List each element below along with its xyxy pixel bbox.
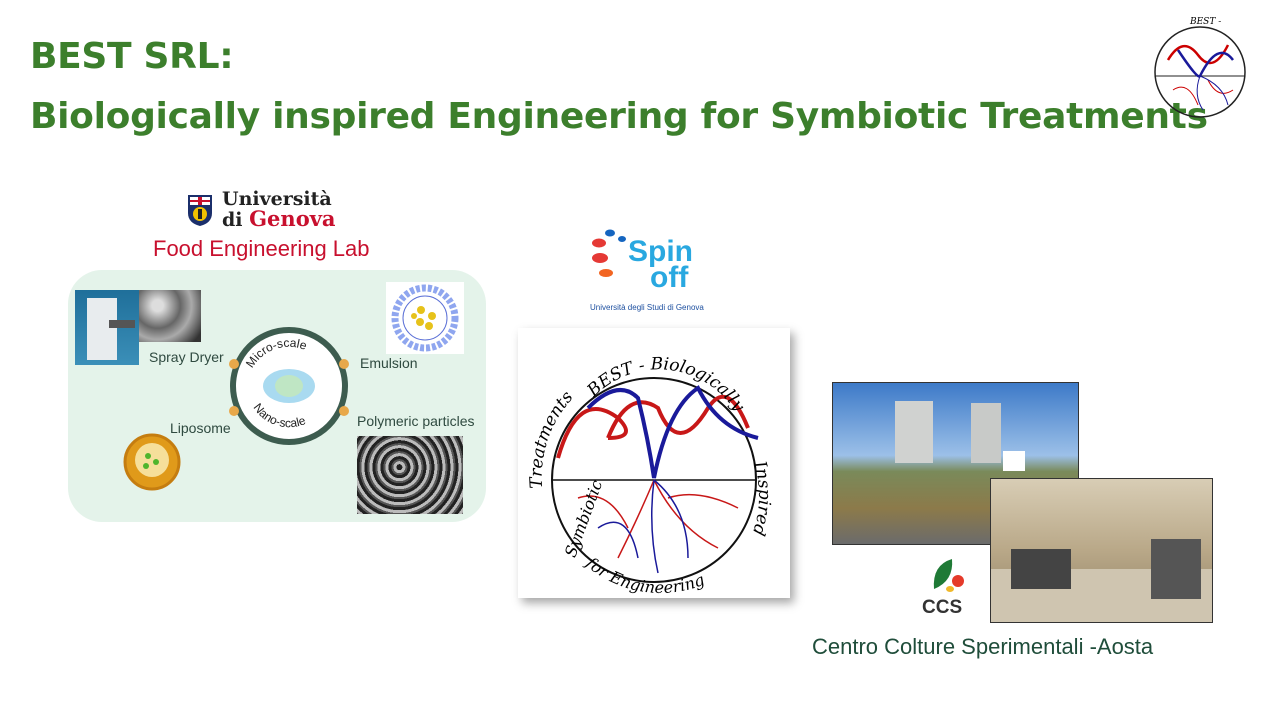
ccs-greenhouse-photo (990, 478, 1213, 623)
best-logo-small: BEST - (1154, 17, 1246, 118)
unige-logo: Università di Genova (186, 190, 336, 230)
svg-text:BEST -: BEST - (1189, 17, 1221, 27)
best-logo-text-symbiotic: Symbiotic (561, 477, 606, 559)
label-emulsion: Emulsion (360, 355, 418, 371)
microparticle-sem-image (139, 290, 201, 342)
spinoff-word-spin: Spin (628, 235, 693, 268)
spinoff-word-off: off (650, 261, 689, 294)
svg-text:Inspired: Inspired (748, 458, 774, 538)
spinoff-subtitle: Università degli Studi di Genova (590, 303, 704, 312)
label-polymeric-particles: Polymeric particles (357, 413, 475, 429)
spray-dryer-photo (75, 290, 139, 365)
spinoff-dots-icon (592, 229, 626, 277)
best-logo-text-right: Inspired (748, 458, 774, 538)
ccs-logo-text: CCS (922, 597, 963, 618)
unige-shield-icon (188, 195, 212, 226)
ccs-logo: CCS (908, 555, 984, 622)
slide-title-line1: BEST SRL: (30, 36, 234, 77)
best-logo-large: BEST - Biologically Treatments Inspired … (518, 328, 790, 598)
spinoff-logo: Spin off Università degli Studi di Genov… (590, 225, 722, 315)
polymeric-particles-sem-image (357, 436, 463, 514)
best-logo-text-bottom: for Engineering (582, 553, 707, 597)
svg-text:for Engineering: for Engineering (582, 553, 707, 597)
slide-title-line2: Biologically inspired Engineering for Sy… (30, 96, 1208, 137)
ccs-caption: Centro Colture Sperimentali -Aosta (812, 634, 1154, 659)
unige-name-prefix: di (222, 209, 250, 231)
label-spray-dryer: Spray Dryer (149, 349, 224, 365)
lab-name: Food Engineering Lab (153, 236, 370, 261)
ccs-leaf-icon (933, 559, 964, 592)
label-liposome: Liposome (170, 420, 231, 436)
emulsion-micelle-image (386, 282, 464, 354)
liposome-image (123, 433, 181, 491)
unige-name-line1: Università (222, 188, 332, 210)
scale-diagram: Micro-scale Nano-scale (229, 327, 349, 445)
unige-name-genova: Genova (249, 206, 336, 231)
